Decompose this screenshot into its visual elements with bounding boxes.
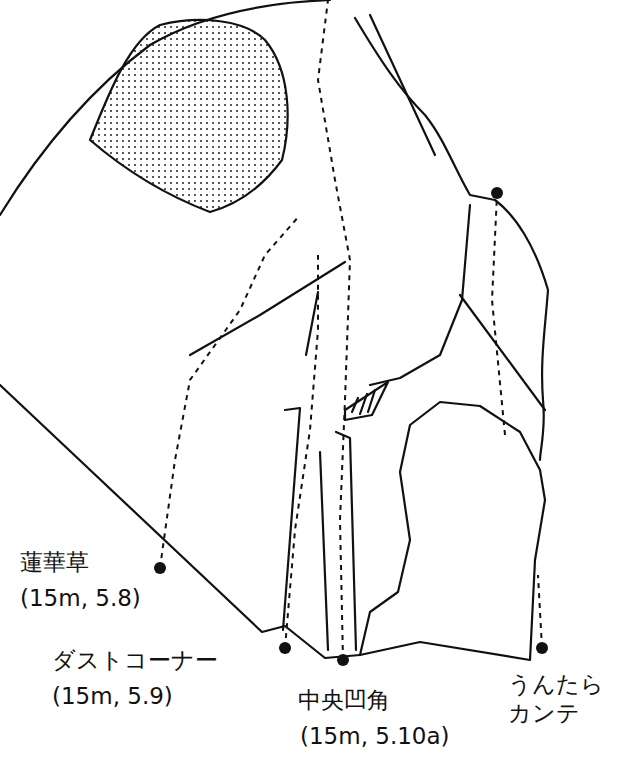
corner-slab <box>336 432 356 650</box>
route-name: 中央凹角 <box>298 686 390 715</box>
corner-slab <box>283 408 300 630</box>
route-line <box>160 215 300 568</box>
route-name: うんたら カンテ <box>508 670 623 728</box>
route-grade: (15m, 5.8) <box>20 584 141 613</box>
route-start-dot <box>337 654 349 666</box>
crack-line <box>370 15 435 155</box>
crack-line <box>460 295 545 410</box>
route-line <box>538 575 542 648</box>
route-line <box>285 255 318 648</box>
roof-hatch <box>352 390 375 414</box>
crack-line <box>190 262 345 355</box>
pillar-edge <box>370 205 470 385</box>
vegetation-patch <box>90 20 288 212</box>
route-end-dot <box>491 187 503 199</box>
rock-base <box>0 385 360 658</box>
route-line <box>492 195 505 435</box>
corner-slab <box>320 452 328 650</box>
roof-block <box>345 382 388 420</box>
rock-outline <box>0 0 548 460</box>
route-name: ダストコーナー <box>52 646 218 675</box>
route-name: 蓮華草 <box>20 548 89 577</box>
route-start-dot <box>279 642 291 654</box>
route-grade: (15m, 5.9) <box>52 682 173 711</box>
route-grade: (15m, 5.10a) <box>300 722 450 751</box>
route-start-dot <box>154 562 166 574</box>
boulder <box>360 402 545 660</box>
route-line <box>318 0 350 660</box>
route-start-dot <box>536 642 548 654</box>
